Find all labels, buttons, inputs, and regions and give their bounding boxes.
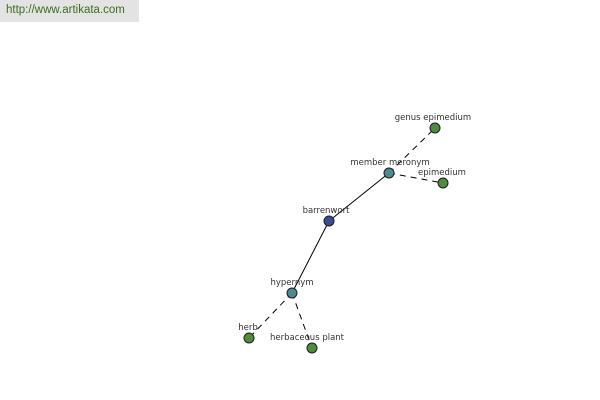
edge-hypernym-herbaceous-plant <box>291 292 313 349</box>
node-member-meronym-dot[interactable] <box>383 167 395 179</box>
node-epimedium[interactable]: epimedium <box>418 168 466 189</box>
node-barrenwort-label: barrenwort <box>303 206 351 216</box>
node-barrenwort-dot[interactable] <box>323 215 335 227</box>
node-herb[interactable]: herb <box>238 323 258 344</box>
node-herbaceous-plant-label: herbaceous plant <box>270 333 345 343</box>
node-hypernym[interactable]: hypernym <box>270 278 314 299</box>
node-member-meronym[interactable]: member meronym <box>350 158 430 179</box>
watermark-url: http://www.artikata.com <box>0 0 139 22</box>
edge-barrenwort-hypernym <box>291 220 330 294</box>
node-epimedium-dot[interactable] <box>437 177 449 189</box>
node-herbaceous-plant[interactable]: herbaceous plant <box>270 333 345 354</box>
node-epimedium-label: epimedium <box>418 168 466 178</box>
nodes: genus epimedium member meronym epimedium… <box>238 113 471 354</box>
node-genus-epimedium-dot[interactable] <box>429 122 441 134</box>
edge-barrenwort-member-meronym <box>328 172 390 222</box>
node-genus-epimedium-label: genus epimedium <box>395 113 471 123</box>
node-hypernym-label: hypernym <box>270 278 313 288</box>
node-herb-label: herb <box>238 323 258 333</box>
edges <box>248 127 444 349</box>
node-member-meronym-label: member meronym <box>350 158 429 168</box>
node-barrenwort[interactable]: barrenwort <box>303 206 351 227</box>
edge-member-meronym-epimedium <box>388 172 444 184</box>
node-genus-epimedium[interactable]: genus epimedium <box>395 113 471 134</box>
node-herb-dot[interactable] <box>243 332 255 344</box>
node-herbaceous-plant-dot[interactable] <box>306 342 318 354</box>
node-hypernym-dot[interactable] <box>286 287 298 299</box>
